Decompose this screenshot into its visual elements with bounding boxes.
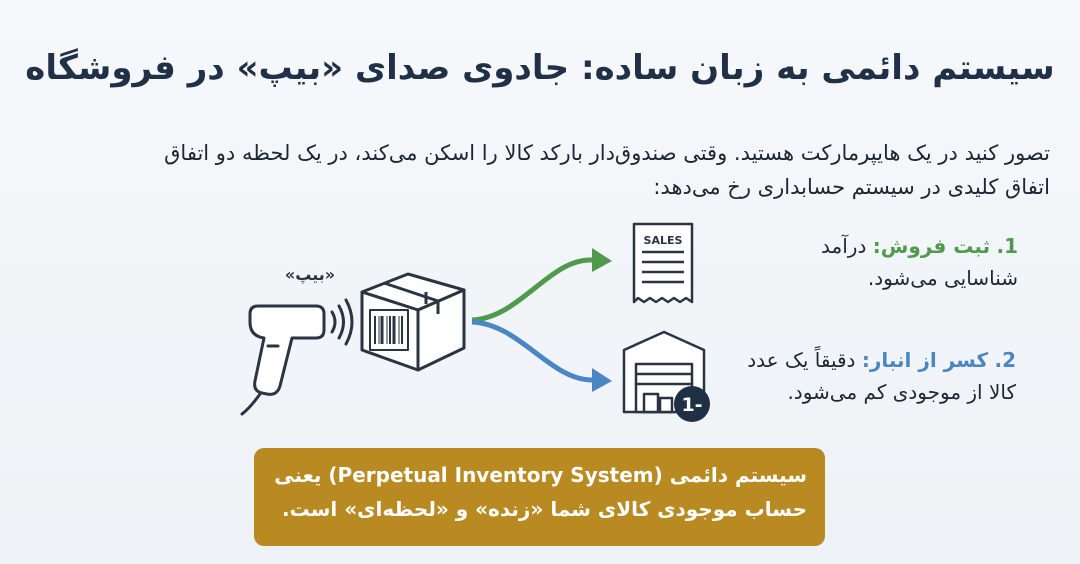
definition-banner: سیستم دائمی (Perpetual Inventory System)… bbox=[254, 448, 825, 546]
intro-paragraph: تصور کنید در یک هایپرمارکت هستید. وقتی ص… bbox=[30, 136, 1050, 204]
event-record-sale: 1. ثبت فروش: درآمد شناسایی می‌شود. bbox=[738, 230, 1018, 294]
barcode-icon bbox=[369, 309, 409, 351]
event-stock-text-b: کالا از موجودی کم می‌شود. bbox=[787, 380, 1016, 404]
event-deduct-inventory: 2. کسر از انبار: دقیقاً یک عدد کالا از م… bbox=[706, 344, 1016, 408]
sale-arrow bbox=[471, 248, 612, 323]
event-stock-number: 2. bbox=[994, 348, 1016, 372]
event-sale-text-b: شناسایی می‌شود. bbox=[867, 266, 1018, 290]
stock-decrease-badge bbox=[674, 386, 710, 422]
stock-arrow bbox=[471, 319, 612, 392]
event-sale-text-a: درآمد bbox=[821, 234, 867, 258]
event-sale-number: 1. bbox=[996, 234, 1018, 258]
event-stock-line-1: 2. کسر از انبار: دقیقاً یک عدد bbox=[706, 344, 1016, 376]
sales-receipt-icon bbox=[632, 222, 694, 304]
event-sale-heading: ثبت فروش: bbox=[872, 234, 991, 258]
intro-line-1: تصور کنید در یک هایپرمارکت هستید. وقتی ص… bbox=[164, 141, 1050, 165]
scan-illustration: «بیپ» bbox=[240, 222, 710, 422]
stock-decrease-label: -1 bbox=[681, 394, 702, 416]
page-title: سیستم دائمی به زبان ساده: جادوی صدای «بی… bbox=[25, 48, 1055, 88]
banner-line-2: حساب موجودی کالای شما «زنده» و «لحظه‌ای»… bbox=[281, 497, 807, 521]
barcode-scanner-icon bbox=[240, 298, 354, 416]
beep-label: «بیپ» bbox=[285, 265, 335, 285]
receipt-label: SALES bbox=[644, 234, 683, 247]
banner-line-1: سیستم دائمی (Perpetual Inventory System)… bbox=[274, 463, 807, 487]
event-sale-line-1: 1. ثبت فروش: درآمد bbox=[738, 230, 1018, 262]
intro-line-2: اتفاق کلیدی در سیستم حسابداری رخ می‌دهد: bbox=[653, 175, 1050, 199]
event-stock-heading: کسر از انبار: bbox=[861, 348, 989, 372]
package-box-icon bbox=[360, 272, 466, 372]
event-stock-text-a: دقیقاً یک عدد bbox=[747, 348, 856, 372]
